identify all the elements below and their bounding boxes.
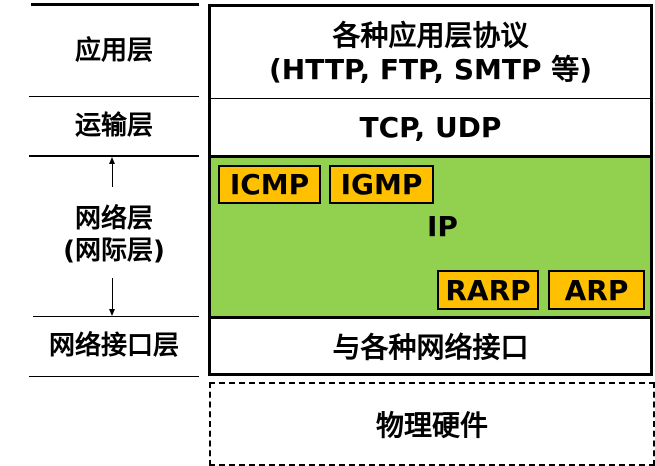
network-layer-text: 网络层 [74,203,153,234]
left-app-transport-rule [29,96,199,97]
transport-protocols-row: TCP, UDP [211,99,650,155]
physical-hardware-text: 物理硬件 [375,409,488,442]
network-layer-label: 网络层 (网际层) [29,195,199,275]
icmp-tag: ICMP [218,165,321,204]
transport-network-divider [211,155,650,158]
transport-protocols-text: TCP, UDP [359,110,502,144]
network-interface-divider [211,316,650,319]
network-interface-row: 与各种网络接口 [211,319,650,373]
left-network-interface-rule [33,316,199,317]
left-top-rule [31,3,199,6]
application-protocols-title: 各种应用层协议 [332,18,529,52]
protocol-stack-box: 各种应用层协议 (HTTP, FTP, SMTP 等) TCP, UDP ICM… [208,4,653,376]
network-protocols-row: ICMP IGMP IP RARP ARP [211,158,650,316]
arp-tag: ARP [548,270,645,310]
application-layer-text: 应用层 [74,35,153,66]
network-interface-layer-text: 网络接口层 [48,331,179,362]
left-transport-network-rule [29,155,199,157]
network-interface-text: 与各种网络接口 [332,331,529,364]
left-bottom-rule [29,376,199,377]
rarp-tag: RARP [437,270,539,310]
network-interface-layer-label: 网络接口层 [29,317,199,376]
transport-layer-text: 运输层 [74,110,153,141]
application-layer-label: 应用层 [29,6,199,96]
ip-label: IP [427,210,458,243]
internet-layer-text: (网际层) [63,236,165,266]
application-protocols-examples: (HTTP, FTP, SMTP 等) [268,52,593,86]
transport-layer-label: 运输层 [29,97,199,155]
igmp-tag: IGMP [329,165,434,204]
app-transport-divider [211,98,650,99]
physical-hardware-box: 物理硬件 [209,382,655,466]
application-protocols-row: 各种应用层协议 (HTTP, FTP, SMTP 等) [211,7,650,98]
